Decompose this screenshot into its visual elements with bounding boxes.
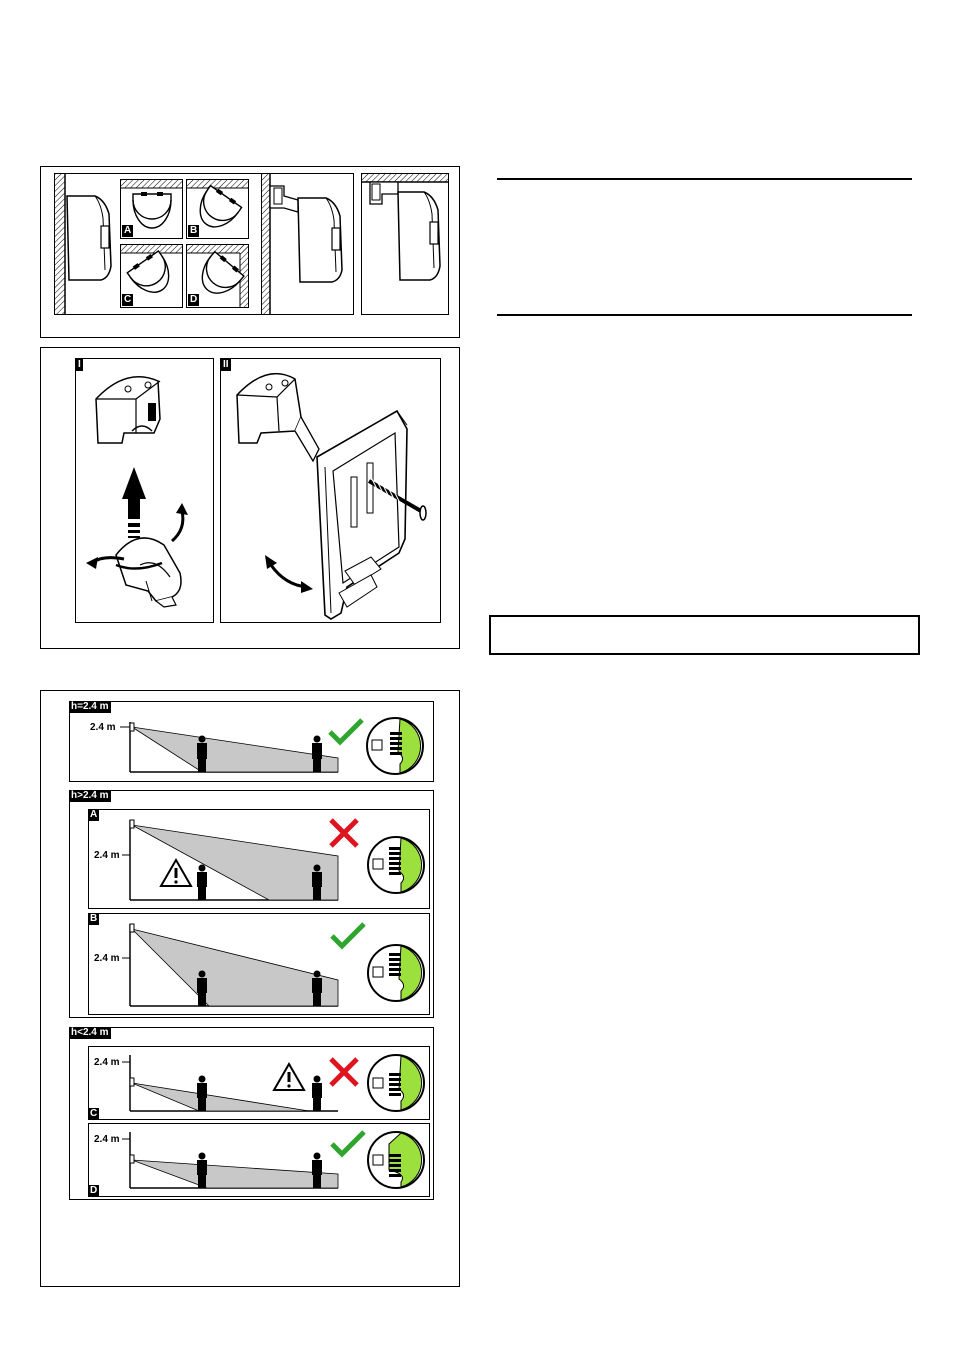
panel-c: C 2.4 m: [88, 1046, 430, 1120]
person-far: [312, 735, 322, 772]
note-box: [489, 615, 920, 655]
insert-label-a: A: [122, 225, 134, 237]
height-mark: 2.4 m: [94, 1134, 120, 1145]
corner-insert-a: A: [120, 179, 183, 239]
insert-label-d: D: [188, 294, 200, 306]
flat-wall-drawing: [55, 174, 112, 314]
corner-insert-d: D: [186, 244, 249, 308]
panel-label-a: A: [88, 809, 100, 821]
corner-insert-c: C: [120, 244, 183, 308]
panel-label-d: D: [88, 1185, 100, 1197]
corner-insert-b: B: [186, 179, 249, 239]
lens-indicator-icon: [367, 944, 425, 1002]
panel-b: B 2.4 m: [88, 913, 430, 1015]
figure-mounting-height: h=2.4 m 2.4 m: [40, 690, 460, 1287]
lens-indicator-icon: [367, 1131, 425, 1189]
height-less-section: h<2.4 m C 2.4 m: [69, 1027, 434, 1200]
step-two-panel: II: [220, 358, 441, 623]
cross-icon: [329, 1057, 359, 1087]
warning-icon: [159, 857, 193, 887]
panel-label-c: C: [88, 1108, 100, 1120]
section-header-less: h<2.4 m: [69, 1027, 111, 1039]
section-rule-bottom: [497, 314, 912, 316]
warning-icon: [272, 1061, 306, 1091]
figure-bracket-assembly: I II: [40, 347, 460, 649]
insert-label-c: C: [122, 294, 134, 306]
section-header-equal: h=2.4 m: [69, 701, 111, 713]
section-rule-top: [497, 178, 912, 180]
height-mark: 2.4 m: [94, 850, 120, 861]
check-icon: [330, 922, 366, 950]
height-mark: 2.4 m: [94, 1057, 120, 1068]
step-one-panel: I: [75, 358, 214, 623]
bracket-release-drawing: [86, 376, 188, 608]
step-label-one: I: [76, 359, 83, 371]
lens-indicator-icon: [367, 836, 425, 894]
height-greater-section: h>2.4 m A 2.4 m: [69, 790, 434, 1018]
lens-indicator-icon: [366, 717, 424, 775]
step-label-two: II: [221, 359, 231, 371]
height-equal-section: h=2.4 m 2.4 m: [69, 701, 434, 782]
wall-bracket-panel: [261, 173, 354, 315]
lens-indicator-icon: [367, 1054, 425, 1112]
insert-label-b: B: [188, 225, 200, 237]
panel-label-b: B: [88, 913, 100, 925]
section-header-greater: h>2.4 m: [69, 790, 111, 802]
height-mark: 2.4 m: [94, 953, 120, 964]
bracket-mounting-drawing: [236, 372, 427, 620]
panel-d: D 2.4 m: [88, 1123, 430, 1197]
ceiling-bracket-panel: [361, 173, 449, 315]
check-icon: [330, 1130, 366, 1158]
figure-mounting-options: A B C: [40, 166, 460, 338]
height-mark: 2.4 m: [90, 722, 116, 733]
panel-a: A 2.4 m: [88, 809, 430, 909]
person-near: [197, 735, 207, 772]
check-icon: [328, 718, 364, 746]
cross-icon: [329, 818, 359, 848]
